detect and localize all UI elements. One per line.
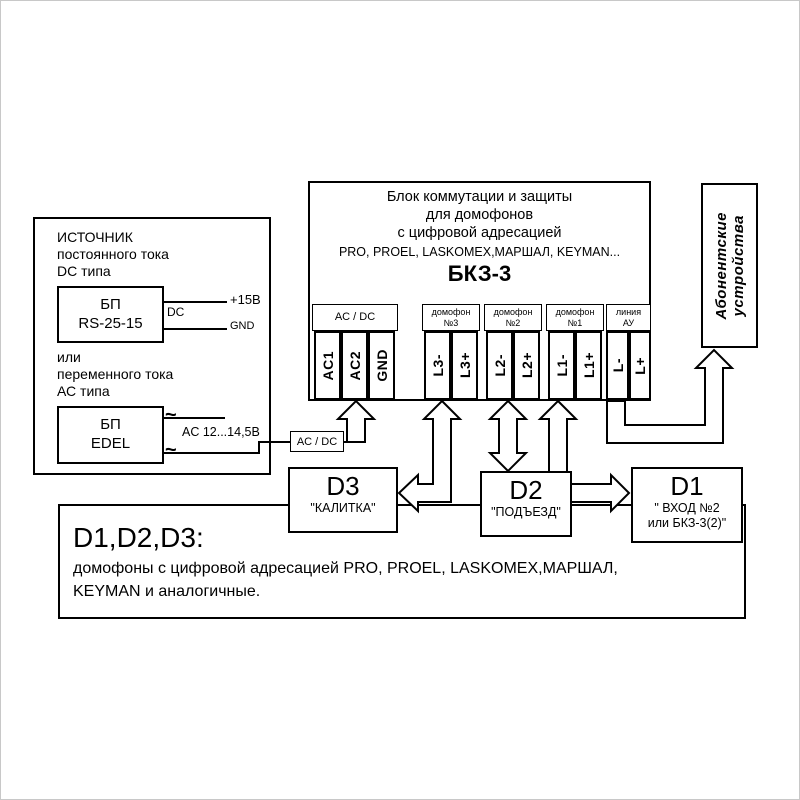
group-header-label: домофон xyxy=(555,307,595,318)
psu1-prefix: БП xyxy=(100,295,121,313)
device-d3-id: D3 xyxy=(326,471,360,501)
source-ac-type: АС типа xyxy=(57,383,110,399)
arrow-d2-to-l2 xyxy=(487,399,529,473)
group-header-domofon-1: домофон №1 xyxy=(546,304,604,331)
source-or-label: или xyxy=(57,349,81,365)
bkz-title-line1: Блок коммутации и защиты xyxy=(386,189,573,205)
group-header-acdc: AC / DC xyxy=(312,304,398,331)
bkz-title-line4: PRO, PROEL, LASKOMEX,МАРШАЛ, KEYMAN... xyxy=(338,245,621,259)
source-ac-line: переменного тока xyxy=(57,366,174,382)
group-header-number: №2 xyxy=(505,317,521,328)
power-source-box: ИСТОЧНИК постоянного тока DC типа БП RS-… xyxy=(33,217,271,475)
arrow-d3-to-l3 xyxy=(397,399,463,514)
tilde-top-icon: ~ xyxy=(165,404,177,426)
terminal-l3-minus: L3- xyxy=(424,331,451,400)
terminal-l2-plus: L2+ xyxy=(513,331,540,400)
group-header-domofon-3: домофон №3 xyxy=(422,304,480,331)
source-dc-type: DC типа xyxy=(57,263,111,279)
label-dc: DC xyxy=(167,305,185,319)
legend-line1: домофоны с цифровой адресацией PRO, PROE… xyxy=(73,560,618,577)
group-header-line-au: линия АУ xyxy=(606,304,651,331)
device-d1-id: D1 xyxy=(670,471,704,501)
source-dc-line: постоянного тока xyxy=(57,246,169,262)
terminal-l1-plus: L1+ xyxy=(575,331,602,400)
device-d1-caption-line1: " ВХОД №2 xyxy=(654,500,720,515)
acdc-wire-tag: AC / DC xyxy=(290,431,344,452)
bkz-model-label: БКЗ-3 xyxy=(447,261,512,286)
psu2-model: EDEL xyxy=(90,435,131,452)
device-d2-box: D2 "ПОДЪЕЗД" xyxy=(480,471,572,537)
group-header-number: АУ xyxy=(622,317,635,328)
device-d3-box: D3 "КАЛИТКА" xyxy=(288,467,398,533)
group-header-label: домофон xyxy=(431,307,471,318)
group-header-number: №1 xyxy=(567,317,583,328)
terminal-ac1: AC1 xyxy=(314,331,341,400)
terminal-l1-minus: L1- xyxy=(548,331,575,400)
terminal-gnd: GND xyxy=(368,331,395,400)
group-header-number: №3 xyxy=(443,317,459,328)
group-header-label: линия xyxy=(615,307,642,318)
legend-line2: KEYMAN и аналогичные. xyxy=(73,583,261,600)
device-d1-box: D1 " ВХОД №2 или БКЗ-3(2)" xyxy=(631,467,743,543)
source-title: ИСТОЧНИК xyxy=(57,229,133,245)
device-d1-caption-line2: или БКЗ-3(2)" xyxy=(647,515,727,530)
bkz-title-line3: с цифровой адресацией xyxy=(397,225,562,241)
legend-title: D1,D2,D3: xyxy=(73,522,204,553)
group-header-label: AC / DC xyxy=(334,311,376,324)
device-d2-id: D2 xyxy=(509,475,543,505)
device-d2-caption: "ПОДЪЕЗД" xyxy=(491,504,561,519)
subscriber-devices-label: Абонентские устройства xyxy=(712,211,747,320)
tilde-bottom-icon: ~ xyxy=(165,439,177,461)
psu1-model: RS-25-15 xyxy=(78,314,143,332)
subscriber-devices-box: Абонентские устройства xyxy=(701,183,758,348)
psu-edel: БП EDEL xyxy=(57,406,164,464)
psu-rs-25-15: БП RS-25-15 xyxy=(57,286,164,343)
label-plus-15v: +15В xyxy=(230,292,261,307)
terminal-l-minus: L- xyxy=(606,331,629,400)
terminal-ac2: AC2 xyxy=(341,331,368,400)
label-gnd: GND xyxy=(230,320,255,332)
bkz-title-line2: для домофонов xyxy=(425,207,534,223)
terminal-l-plus: L+ xyxy=(629,331,651,400)
psu2-prefix: БП xyxy=(100,416,121,434)
label-ac-voltage: AC 12...14,5В xyxy=(182,425,260,439)
terminal-l3-plus: L3+ xyxy=(451,331,478,400)
group-header-label: домофон xyxy=(493,307,533,318)
group-header-domofon-2: домофон №2 xyxy=(484,304,542,331)
device-d3-caption: "КАЛИТКА" xyxy=(310,500,376,515)
terminal-l2-minus: L2- xyxy=(486,331,513,400)
